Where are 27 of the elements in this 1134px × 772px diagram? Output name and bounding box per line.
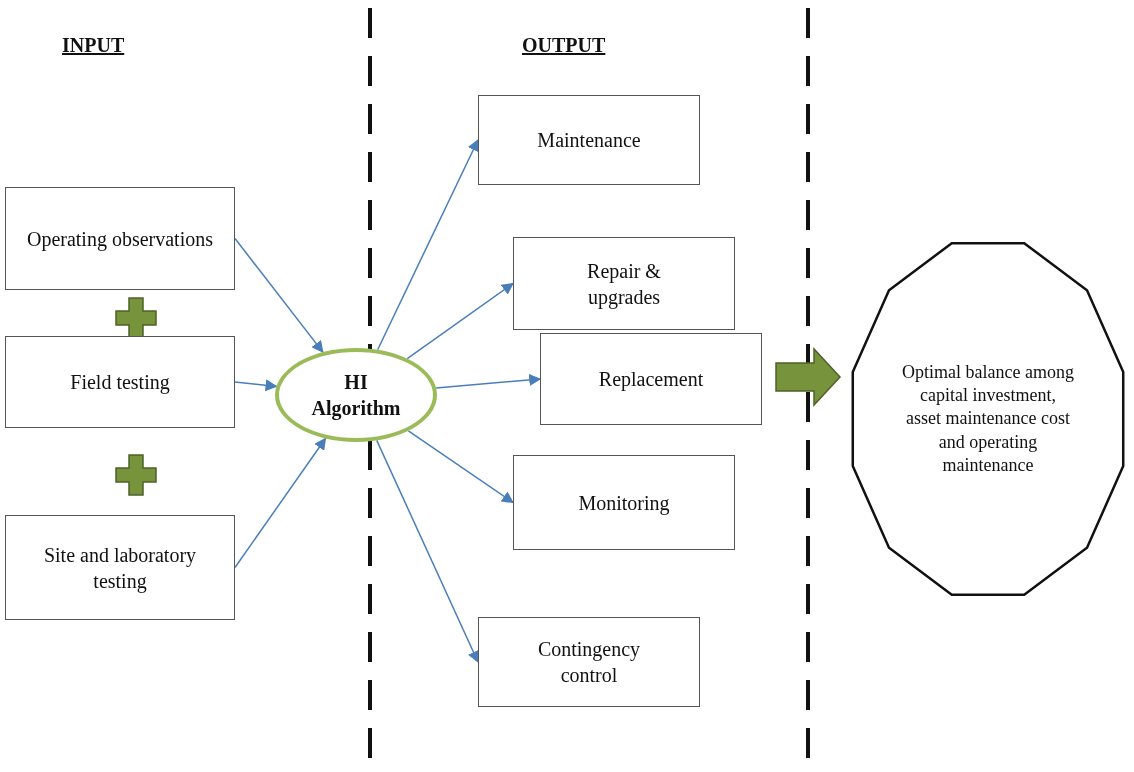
process-box [513, 237, 735, 330]
arrow [234, 379, 278, 392]
arrow [406, 282, 514, 360]
arrow [435, 373, 542, 389]
block-arrow [775, 347, 842, 407]
node-label: Repair & upgrades [586, 258, 662, 310]
node-label: Field testing [70, 370, 170, 395]
arrow [407, 430, 514, 504]
column-heading: OUTPUT [522, 34, 606, 57]
node-label: HI Algorithm [310, 370, 402, 421]
node-label: Optimal balance among capital investment, asset maintenance cost and operating maintenance [901, 360, 1075, 478]
node-label: Monitoring [578, 490, 670, 516]
process-box [540, 333, 762, 425]
process-box [478, 617, 700, 707]
process-box [5, 187, 235, 290]
node-label: Maintenance [537, 128, 641, 153]
process-box [5, 515, 235, 620]
node-label: Site and laboratory testing [42, 542, 198, 594]
process-box [513, 455, 735, 550]
column-heading: INPUT [62, 34, 125, 57]
node-label: Contingency control [536, 637, 642, 688]
process-box [5, 336, 235, 428]
node-label: Replacement [598, 367, 704, 392]
arrow [376, 138, 479, 351]
arrow [376, 439, 479, 664]
process-box [478, 95, 700, 185]
node-label: Operating observations [26, 226, 214, 252]
